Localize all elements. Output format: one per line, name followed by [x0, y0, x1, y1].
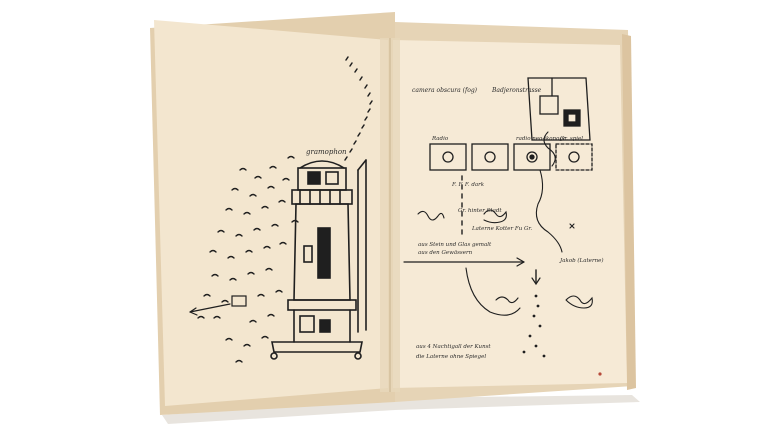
smoke-dots	[344, 56, 373, 161]
horizontal-arrow	[516, 257, 525, 267]
bird-flock	[197, 155, 299, 363]
scribble-2	[483, 209, 507, 224]
down-arrow-head	[531, 277, 541, 286]
mid-note-4: aus Stein und Glas gemalt	[418, 242, 492, 248]
box-label-1: Radio	[431, 136, 449, 142]
bottom-note-2: die Laterne ohne Spiegel	[416, 354, 486, 360]
side-note: Jakob (Laterne)	[559, 257, 604, 264]
mid-note-2: Gr. hinter Stadt	[458, 208, 502, 214]
left-page	[154, 20, 388, 406]
scribble-1	[417, 210, 445, 221]
header-note: camera obscura (fog)	[412, 87, 478, 94]
left-arrow-line	[189, 303, 231, 313]
mid-note-5: aus den Gewässern	[418, 250, 473, 256]
box-label-3: radio neo-ikonogr.	[516, 136, 567, 142]
path-to-boxes	[543, 131, 556, 167]
bottom-note-1: aus 4 Nachtigall der Kunst	[416, 344, 491, 350]
box-label-4: Gr. spiel	[560, 136, 583, 142]
winding-line	[535, 169, 563, 253]
lighthouse	[270, 159, 367, 360]
descending-dots	[522, 294, 546, 358]
boxed-note: Badjeronstrasse	[491, 87, 542, 94]
right-page-drawing	[403, 77, 593, 358]
right-page	[393, 40, 627, 388]
mid-note-3: Laterne Kotter Fu Gr.	[471, 226, 532, 232]
book-shadow	[162, 395, 640, 424]
scribble-3	[495, 296, 519, 304]
scribble-4	[565, 295, 593, 309]
right-page-edges	[622, 34, 636, 390]
red-mark	[598, 372, 602, 376]
curved-line	[465, 267, 521, 316]
lighthouse-label: gramophon	[306, 148, 347, 156]
left-arrow-head	[189, 307, 198, 316]
left-page-drawing	[189, 56, 373, 363]
mid-note-1: F. F. F. dark	[451, 182, 485, 188]
box-row	[429, 143, 593, 171]
building-sketch	[527, 77, 591, 141]
small-cross	[569, 223, 575, 229]
small-building	[231, 295, 247, 307]
